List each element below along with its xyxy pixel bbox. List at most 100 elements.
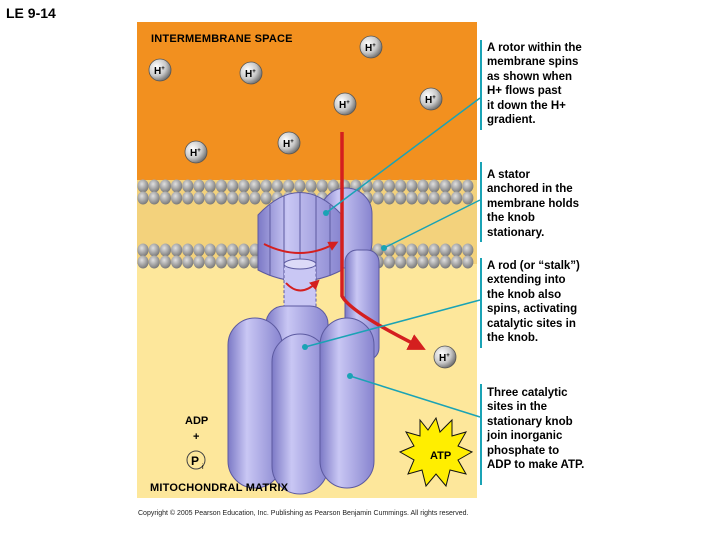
phospholipid-head [260,179,272,193]
phospholipid-head [406,243,418,257]
phospholipid-head [215,191,227,205]
proton-ion-label: H+ [439,353,450,364]
phospholipid-head [451,255,463,269]
phospholipid-head [227,179,239,193]
phospholipid-head [238,179,250,193]
phospholipid-head [148,191,160,205]
phospholipid-head [451,179,463,193]
phospholipid-head [462,191,474,205]
rotor-caption: A rotor within the membrane spins as sho… [487,42,582,127]
phospholipid-head [395,179,407,193]
phospholipid-head [171,191,183,205]
phospholipid-head [215,179,227,193]
phospholipid-head [159,191,171,205]
phospholipid-head [215,255,227,269]
proton-flow-arrow [340,132,426,350]
phospholipid-head [193,179,205,193]
phospholipid-head [249,179,261,193]
phospholipid-head [294,179,306,193]
phospholipid-head [383,179,395,193]
phospholipid-head [193,255,205,269]
phospholipid-head [305,179,317,193]
phospholipid-head [439,255,451,269]
phospholipid-head [260,191,272,205]
phospholipid-head [417,243,429,257]
phospholipid-head [227,243,239,257]
phospholipid-head [372,179,384,193]
phospholipid-head [171,179,183,193]
adp-label: ADP [185,415,208,427]
knob-caption: Three catalytic sites in the stationary … [487,387,585,472]
phospholipid-head [204,191,216,205]
phospholipid-head [439,191,451,205]
proton-ion: H+ [359,35,383,59]
proton-ion-label: H+ [339,100,350,111]
adp-plus-sign: + [193,431,199,443]
phospholipid-head [283,179,295,193]
phospholipid-head [428,243,440,257]
atp-burst [398,416,474,488]
phospholipid-head [238,255,250,269]
phospholipid-head [204,243,216,257]
phospholipid-head [428,255,440,269]
matrix-label: MITOCHONDRAL MATRIX [150,482,289,494]
proton-ion: H+ [433,345,457,369]
phospholipid-head [137,179,149,193]
phospholipid-head [451,243,463,257]
phospholipid-head [395,243,407,257]
intermembrane-label: INTERMEMBRANE SPACE [151,33,293,45]
rotation-arrows [263,241,339,292]
phospholipid-head [204,179,216,193]
proton-ion-label: H+ [425,95,436,106]
phospholipid-head [417,179,429,193]
figure-title: LE 9-14 [6,5,56,21]
phospholipid-head [159,255,171,269]
phospholipid-head [238,243,250,257]
phospholipid-head [137,255,149,269]
phospholipid-head [182,243,194,257]
phospholipid-head [417,191,429,205]
proton-ion: H+ [239,61,263,85]
phospholipid-head [137,191,149,205]
phospholipid-head [204,255,216,269]
phospholipid-head [227,191,239,205]
phospholipid-head [159,179,171,193]
atp-label: ATP [430,450,451,462]
phospholipid-head [159,243,171,257]
phospholipid-head [171,243,183,257]
phospholipid-head [395,191,407,205]
phospholipid-head [361,179,373,193]
phospholipid-head [462,179,474,193]
phosphate-circle [186,450,206,470]
phospholipid-head [428,179,440,193]
phospholipid-head [383,255,395,269]
stator-caption: A stator anchored in the membrane holds … [487,169,580,239]
phospholipid-head [148,179,160,193]
phospholipid-head [439,179,451,193]
phospholipid-head [395,255,407,269]
phospholipid-head [193,191,205,205]
phospholipid-head [182,191,194,205]
phospholipid-head [193,243,205,257]
phospholipid-head [238,191,250,205]
phospholipid-head [148,255,160,269]
phospholipid-head [316,179,328,193]
phospholipid-head [451,191,463,205]
proton-ion: H+ [184,140,208,164]
proton-ion: H+ [333,92,357,116]
phospholipid-head [249,191,261,205]
phospholipid-head [182,179,194,193]
proton-ion-label: H+ [283,139,294,150]
copyright-notice: Copyright © 2005 Pearson Education, Inc.… [138,510,469,517]
phospholipid-head [227,255,239,269]
phospholipid-head [417,255,429,269]
proton-ion-label: H+ [365,43,376,54]
catalytic-knob [227,305,375,495]
phospholipid-head [372,191,384,205]
phospholipid-head [406,179,418,193]
phospholipid-head [215,243,227,257]
phospholipid-head [439,243,451,257]
callout-lines [304,97,481,418]
phospholipid-head [327,179,339,193]
